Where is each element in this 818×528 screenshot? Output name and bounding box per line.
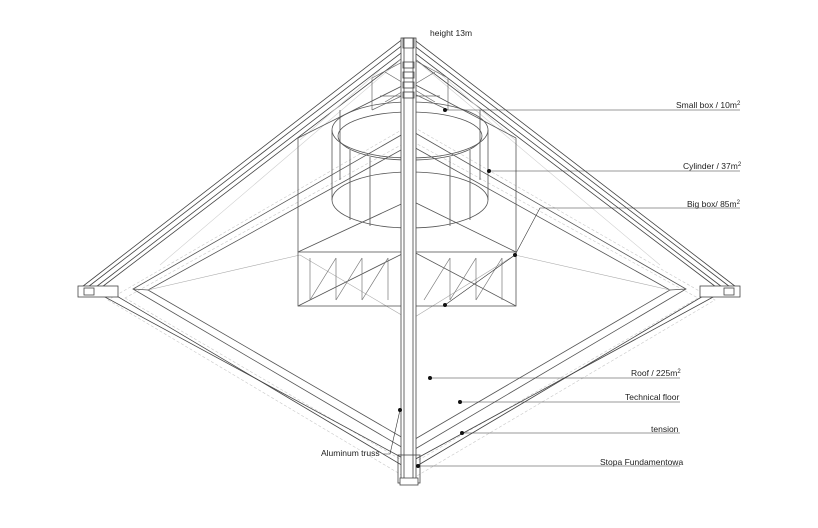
footprint-outline — [107, 124, 716, 481]
cylinder-label-text: Cylinder / 37m — [683, 161, 738, 171]
leader-dots — [398, 108, 517, 468]
cylinder-label: Cylinder / 37m2 — [683, 161, 741, 171]
stopa-label: Stopa Fundamentowa — [600, 457, 684, 467]
big-box-label-sup: 2 — [736, 200, 740, 206]
small-box-label: Small box / 10m2 — [676, 100, 740, 110]
height-label: height 13m — [430, 28, 473, 38]
roof-label-sup: 2 — [677, 369, 681, 375]
roof-label: Roof / 225m2 — [631, 368, 681, 378]
cylinder-label-sup: 2 — [737, 162, 742, 168]
leader-lines — [383, 109, 740, 467]
small-box-dot — [443, 108, 447, 112]
aluminum-truss-dot — [398, 408, 402, 412]
big-box-label: Big box/ 85m2 — [687, 199, 740, 209]
technical-floor-label: Technical floor — [625, 392, 680, 402]
tension-dot — [460, 431, 464, 435]
tension-label: tension — [651, 424, 679, 434]
big-box-dot — [513, 253, 517, 257]
big-box-bracing — [309, 257, 503, 301]
roof-surface-guides — [159, 55, 661, 266]
roof-end-blocks — [77, 285, 741, 298]
aluminum-truss — [397, 37, 421, 486]
stopa-dot — [416, 464, 420, 468]
cylinder-dot — [487, 169, 491, 173]
big-box-label-text: Big box/ 85m — [687, 199, 737, 209]
big-box-dot-2 — [443, 303, 447, 307]
roof-dot — [428, 376, 432, 380]
roof-label-text: Roof / 225m — [631, 368, 678, 378]
technical-floor-dot — [458, 400, 462, 404]
small-box-label-text: Small box / 10m — [676, 100, 737, 110]
small-box-label-sup: 2 — [736, 101, 741, 107]
aluminum-truss-label: Aluminum truss — [321, 448, 380, 458]
